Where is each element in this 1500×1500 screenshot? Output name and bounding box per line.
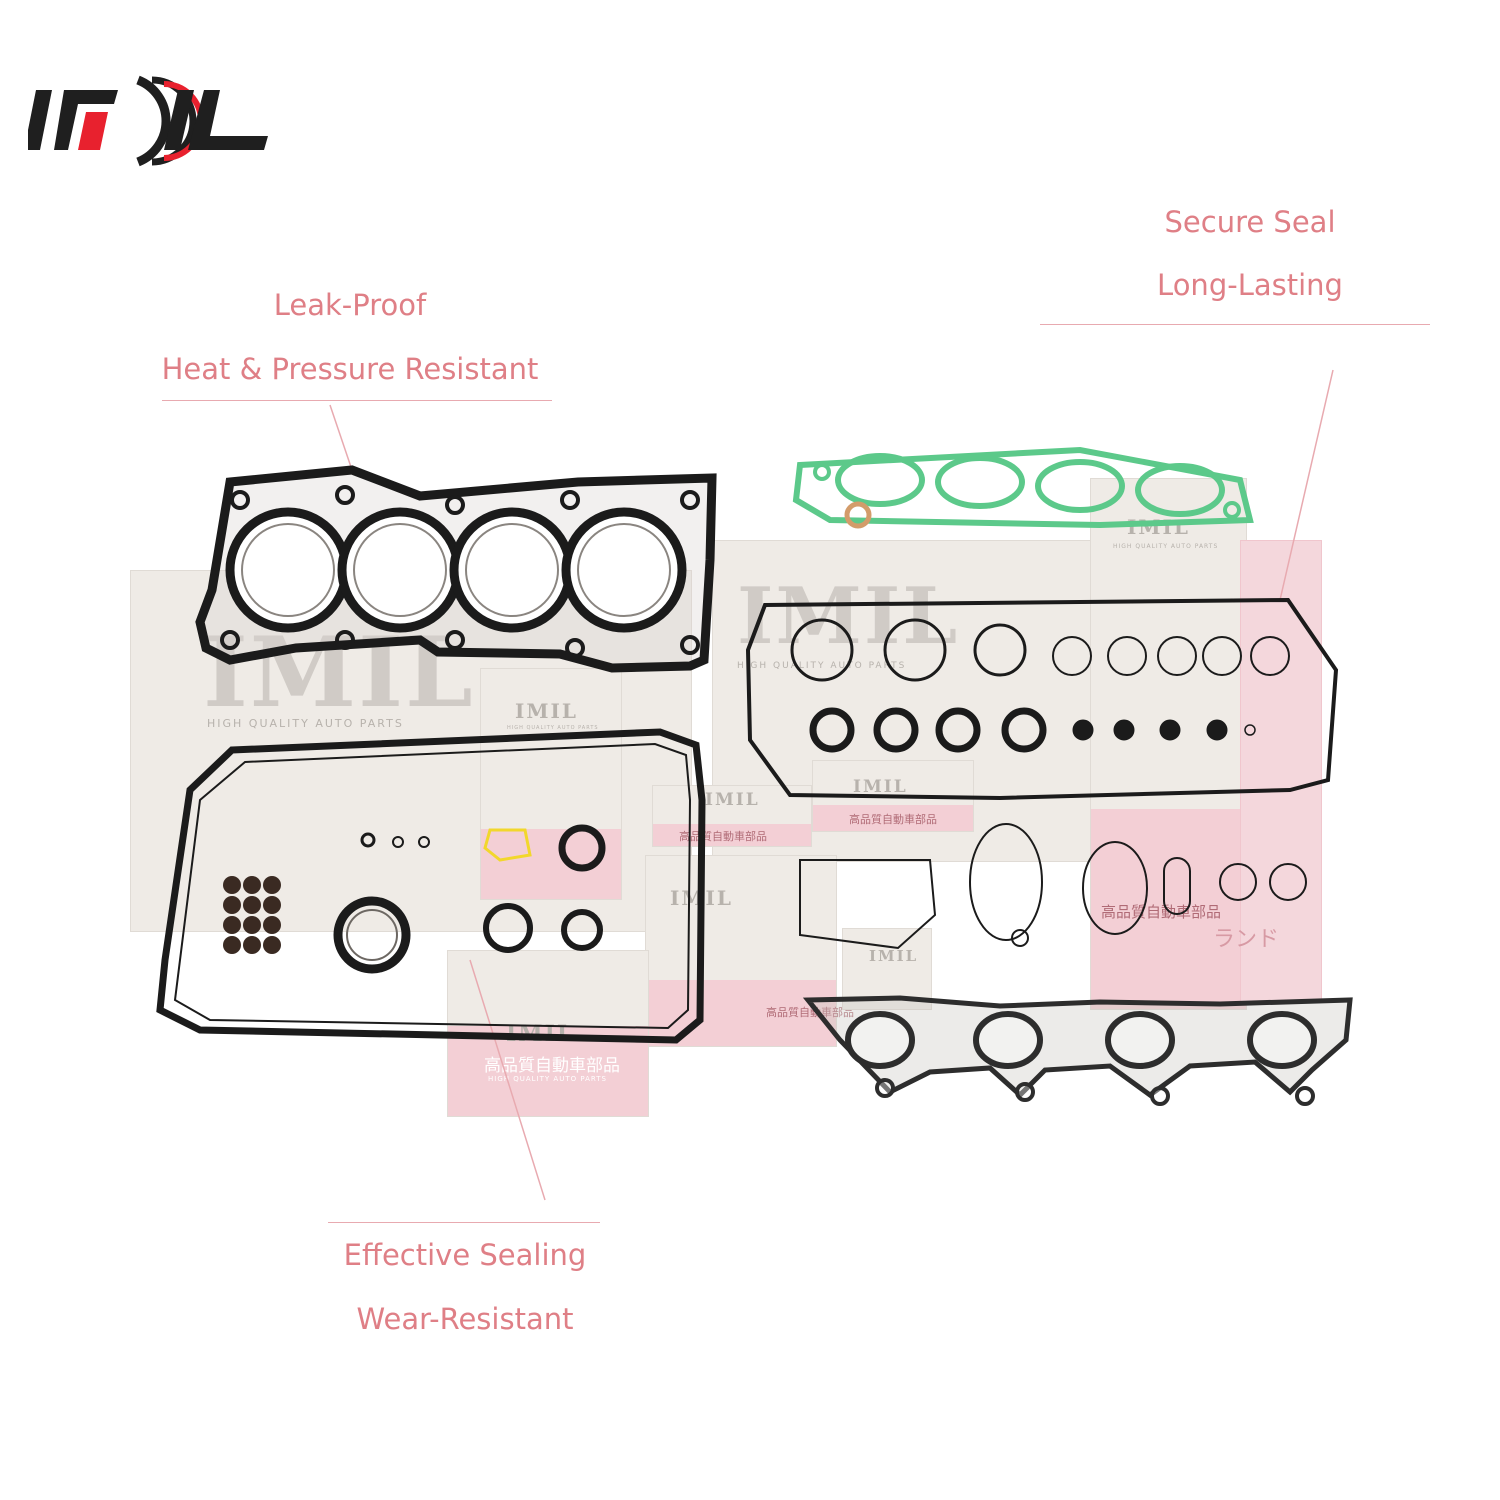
cylinder-head-gasket bbox=[195, 465, 717, 673]
box-brand: IMIL bbox=[853, 777, 908, 797]
box-brand: IMIL bbox=[515, 699, 578, 723]
callout-leak-proof: Leak-Proof bbox=[273, 288, 427, 322]
box-tagline: HIGH QUALITY AUTO PARTS bbox=[207, 717, 404, 730]
oil-pan-gasket bbox=[156, 728, 706, 1044]
box-brand: IMIL bbox=[737, 571, 960, 662]
callout-heat-pressure: Heat & Pressure Resistant bbox=[161, 352, 539, 386]
exhaust-manifold-gasket bbox=[802, 995, 1353, 1106]
callout-wear-resistant: Wear-Resistant bbox=[356, 1302, 574, 1336]
leader-line-right bbox=[1279, 369, 1334, 601]
callout-divider-right bbox=[1040, 324, 1430, 325]
intake-manifold-gasket bbox=[792, 446, 1254, 529]
box-tagline: HIGH QUALITY AUTO PARTS bbox=[737, 661, 907, 671]
box-jp-tagline: 高品質自動車部品 bbox=[484, 1056, 620, 1076]
box-jp-tagline: 高品質自動車部品 bbox=[849, 813, 937, 826]
box-jp-suffix: ランド bbox=[1213, 927, 1280, 952]
box-tagline: HIGH QUALITY AUTO PARTS bbox=[507, 725, 599, 731]
valve-cover-gasket bbox=[745, 597, 1339, 801]
callout-secure-seal: Secure Seal bbox=[1164, 205, 1336, 239]
box-brand: IMIL bbox=[1127, 515, 1190, 539]
callout-effective-sealing: Effective Sealing bbox=[343, 1238, 587, 1272]
box-tagline: HIGH QUALITY AUTO PARTS bbox=[488, 1075, 607, 1083]
leader-line-bottom bbox=[469, 959, 546, 1201]
callout-long-lasting: Long-Lasting bbox=[1157, 268, 1343, 302]
box-jp-tagline: 高品質自動車部品 bbox=[1101, 903, 1222, 921]
valve-stem-seals bbox=[223, 876, 281, 954]
callout-divider-left bbox=[162, 400, 552, 401]
box-jp-tagline: 高品質自動車部品 bbox=[766, 1006, 854, 1019]
callout-divider-bottom bbox=[328, 1222, 600, 1223]
brand-logo bbox=[28, 70, 278, 170]
box-brand: IMIL bbox=[705, 790, 760, 810]
thin-seal-set bbox=[799, 823, 1307, 950]
box-brand: IMIL bbox=[869, 947, 919, 965]
leader-line-left bbox=[329, 404, 353, 471]
box-tagline: HIGH QUALITY AUTO PARTS bbox=[1113, 543, 1219, 550]
package-box-tall-pink: IMIL HIGH QUALITY AUTO PARTS 高品質自動車部品 bbox=[1090, 478, 1247, 1010]
brand-logo-icon bbox=[28, 75, 268, 167]
